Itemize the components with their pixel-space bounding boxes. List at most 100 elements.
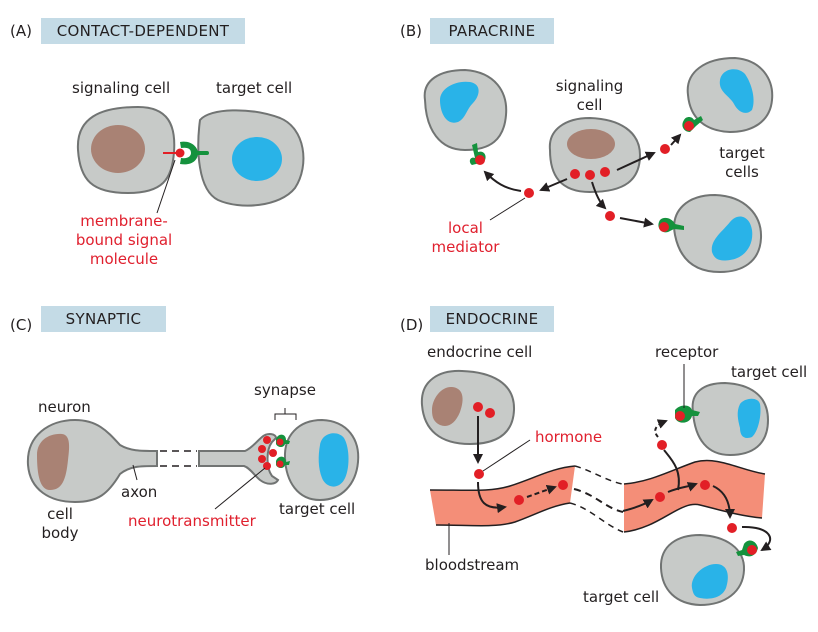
hormone-dot: [655, 492, 665, 502]
molecule-pointer: [156, 159, 176, 214]
endocrine-cell-nucleus: [432, 386, 463, 426]
diffusion-arrow: [619, 217, 654, 228]
receptor-icon: [675, 405, 700, 423]
bloodstream-wall: [623, 503, 763, 533]
label-line: molecule: [89, 250, 159, 268]
hormone-path-arrow: [663, 449, 680, 491]
local-mediator-dot: [660, 144, 670, 154]
axon-label: axon: [121, 483, 158, 501]
hormone-path-dashed: [573, 488, 624, 513]
receptor-label: receptor: [655, 343, 719, 361]
neurotransmitter-pointer: [214, 467, 266, 510]
bloodstream: [430, 466, 575, 526]
panel-c-art: [26, 408, 360, 510]
target-cells-label: target cells: [717, 144, 767, 182]
panel-d-title: ENDOCRINE: [430, 306, 554, 332]
membrane-bound-signal-label: membrane- bound signal molecule: [74, 212, 174, 269]
label-line: signaling: [555, 77, 624, 95]
receptor-icon: [736, 540, 758, 557]
hormone-dot: [485, 408, 495, 418]
cell-body-nucleus: [37, 433, 70, 490]
panel-b-letter: (B): [400, 22, 422, 40]
bloodstream-dashed-wall: [569, 502, 624, 533]
target-cell-top-label: target cell: [731, 363, 808, 381]
hormone-path-arrow: [526, 484, 557, 498]
target-cell-nucleus: [232, 137, 282, 181]
bloodstream-label: bloodstream: [425, 556, 520, 574]
local-mediator-dot: [570, 169, 580, 179]
receptor-icon: [180, 141, 198, 165]
hormone-label: hormone: [535, 428, 603, 446]
label-line: cells: [725, 163, 759, 181]
signaling-cell-label: signaling cell: [552, 77, 627, 115]
axon-break: [160, 450, 197, 467]
panel-d-art: [420, 364, 772, 607]
local-mediator-dot: [600, 167, 610, 177]
bloodstream: [624, 460, 765, 532]
axon-terminal: [198, 433, 280, 485]
panel-d-letter: (D): [400, 316, 424, 334]
receptor-icon: [276, 456, 290, 468]
diffusion-arrow: [591, 181, 607, 210]
receptor-icon: [658, 217, 684, 233]
panel-a-title: CONTACT-DEPENDENT: [41, 18, 245, 44]
synapse-bracket: [274, 408, 297, 420]
hormone-dot: [473, 402, 483, 412]
receptor-icon: [276, 434, 290, 447]
local-mediator-dot: [585, 170, 595, 180]
hormone-path-arrow: [741, 525, 772, 552]
local-mediator-label: local mediator: [428, 219, 503, 257]
local-mediator-dot: [524, 188, 534, 198]
hormone-pointer: [482, 439, 531, 472]
target-cell-nucleus: [719, 69, 754, 113]
label-line: bound signal: [75, 231, 173, 249]
target-cell-nucleus: [318, 433, 349, 487]
hormone-dot: [514, 495, 524, 505]
signaling-cell-label: signaling cell: [72, 79, 171, 97]
receptor-icon: [469, 143, 486, 165]
target-cell-label: target cell: [216, 79, 293, 97]
panel-b-art: [423, 56, 774, 274]
hormone-path-arrow: [654, 419, 668, 438]
label-line: cell: [576, 96, 603, 114]
hormone-dot: [700, 480, 710, 490]
label-line: cell: [47, 505, 73, 523]
hormone-path-arrow: [477, 481, 507, 514]
panel-c-title: SYNAPTIC: [41, 306, 166, 332]
hormone-dot: [657, 440, 667, 450]
hormone-path-arrow: [622, 499, 654, 512]
hormone-path-arrow: [712, 485, 735, 519]
receptor-icon: [682, 116, 703, 132]
signal-molecule: [175, 148, 185, 158]
hormone-dot: [558, 480, 568, 490]
label-line: local: [448, 219, 483, 237]
label-line: target: [719, 144, 765, 162]
target-cell-bottom-label: target cell: [583, 588, 660, 606]
neuron-label: neuron: [38, 398, 91, 416]
bloodstream-dashed-wall: [574, 465, 623, 485]
hormone-path-arrow: [667, 482, 698, 493]
target-cell-nucleus: [440, 81, 479, 123]
label-line: mediator: [431, 238, 500, 256]
neurotransmitter-dot: [258, 455, 266, 463]
target-cell-label: target cell: [279, 500, 356, 518]
endocrine-cell-label: endocrine cell: [427, 343, 533, 361]
diffusion-arrow: [616, 151, 656, 171]
diffusion-arrow: [483, 170, 522, 192]
target-cell-nucleus: [691, 564, 728, 599]
axon-pointer: [132, 464, 138, 481]
cell-body-label: cell body: [40, 505, 80, 543]
panel-b-title: PARACRINE: [430, 18, 554, 44]
neurotransmitter-label: neurotransmitter: [128, 512, 256, 530]
label-line: membrane-: [80, 212, 168, 230]
synapse-label: synapse: [254, 381, 316, 399]
panel-a-art: [76, 105, 305, 214]
target-cell-nucleus: [737, 398, 761, 438]
local-mediator-dot: [605, 211, 615, 221]
hormone-dot: [474, 469, 484, 479]
mediator-pointer: [489, 197, 526, 221]
diffusion-arrow: [539, 178, 568, 192]
panel-a-letter: (A): [10, 22, 32, 40]
panel-c-letter: (C): [10, 316, 33, 334]
